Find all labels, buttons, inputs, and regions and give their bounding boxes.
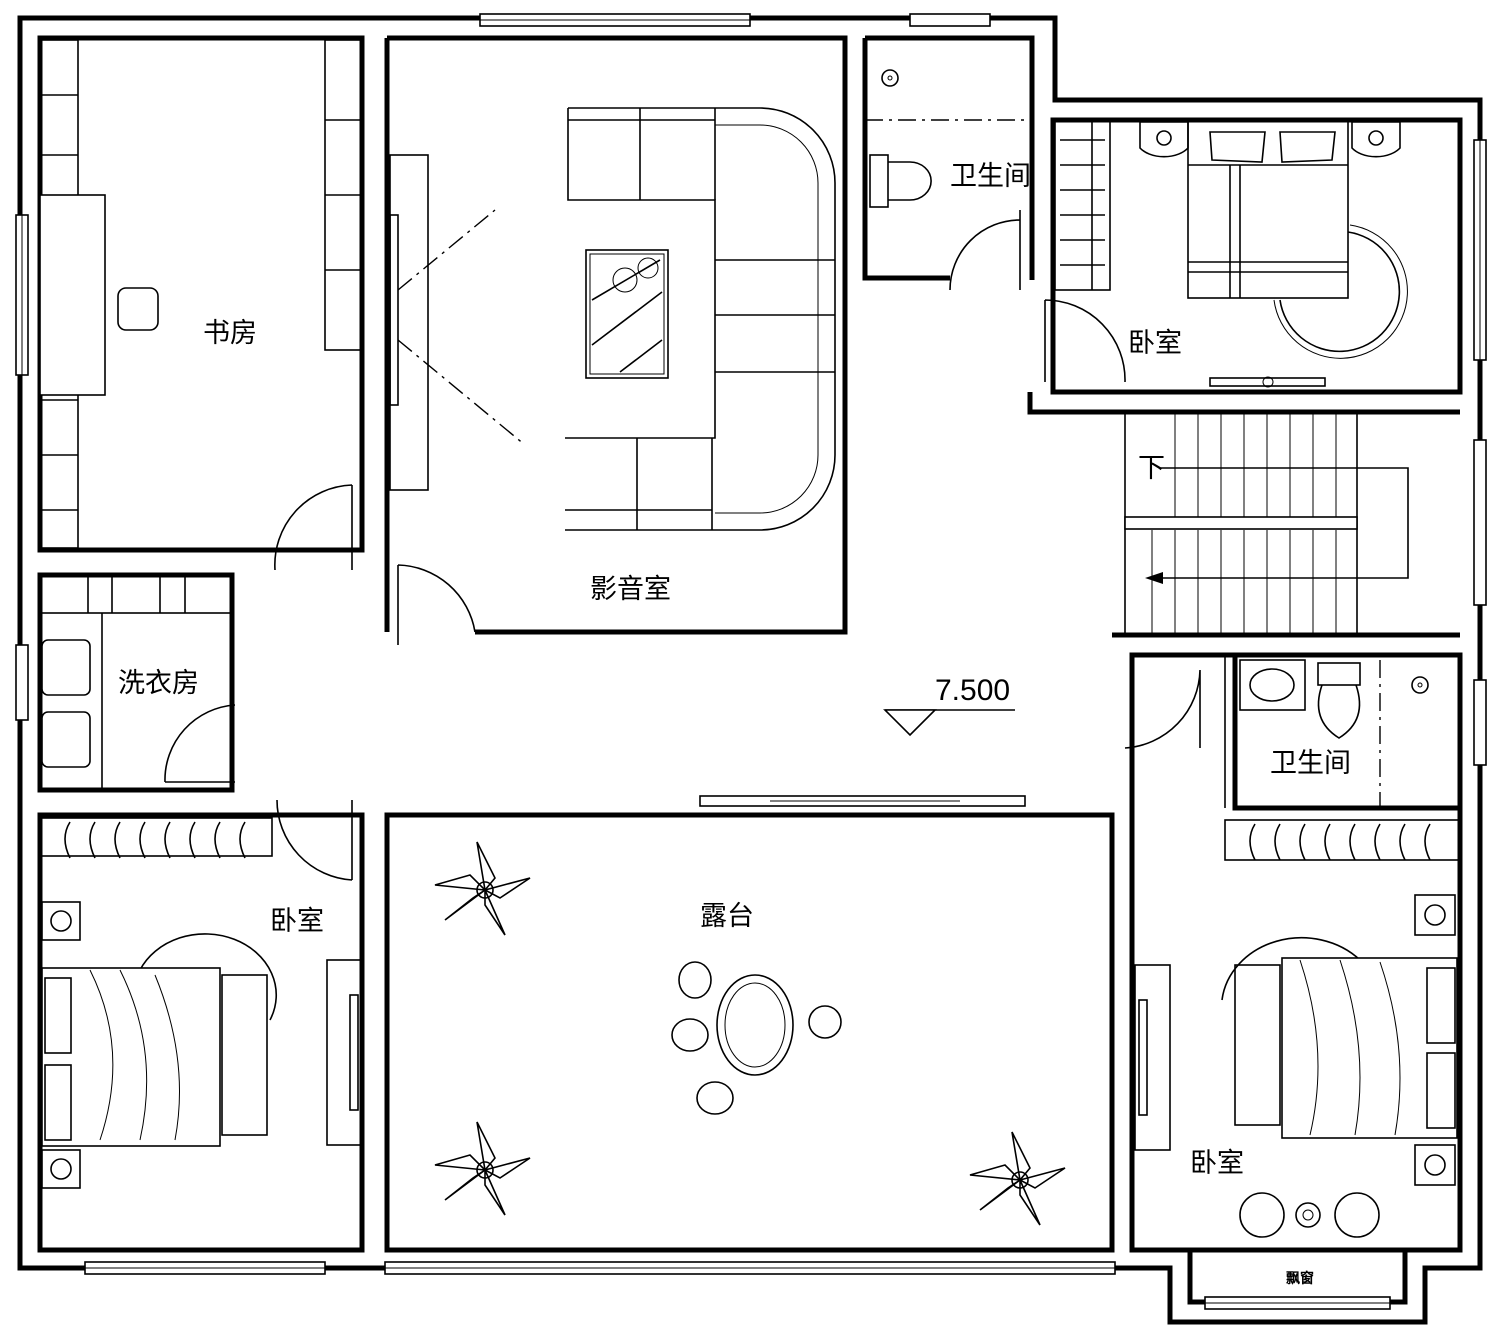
elevation-marker: 7.500 [883, 674, 1015, 737]
study-furniture [39, 39, 363, 549]
bedroom-se-furniture [1134, 819, 1461, 1238]
bedroom-ne-furniture [1054, 119, 1408, 388]
windows [15, 13, 1487, 1310]
stairs[interactable]: 下 [1124, 411, 1409, 635]
room-label-bath-right: 卫生间 [1270, 748, 1351, 778]
room-label-terrace: 露台 [700, 901, 754, 931]
theater-furniture [389, 107, 836, 531]
bedroom-sw-furniture [39, 817, 363, 1189]
stairs-down-label: 下 [1138, 453, 1165, 483]
bath-right-fixtures [1239, 659, 1429, 808]
room-label-bedroom-ne: 卧室 [1128, 328, 1182, 358]
room-label-bay-window: 飘窗 [1286, 1270, 1314, 1286]
elevation-value: 7.500 [935, 674, 1010, 707]
room-labels: 书房 影音室 卫生间 卧室 洗衣房 卫生间 卧室 露台 卧室 飘窗 [118, 161, 1351, 1286]
terrace-plants [434, 841, 1066, 1226]
bath-top-fixtures [865, 69, 1032, 208]
room-label-bath-top: 卫生间 [950, 161, 1031, 191]
room-label-theater: 影音室 [590, 574, 671, 604]
laundry-furniture [39, 574, 233, 790]
room-label-bedroom-se: 卧室 [1190, 1148, 1244, 1178]
room-label-bedroom-sw: 卧室 [270, 906, 324, 936]
room-label-study: 书房 [203, 318, 257, 348]
room-label-laundry: 洗衣房 [118, 668, 199, 698]
doors [164, 210, 1226, 881]
exterior-walls [17, 15, 1483, 1325]
